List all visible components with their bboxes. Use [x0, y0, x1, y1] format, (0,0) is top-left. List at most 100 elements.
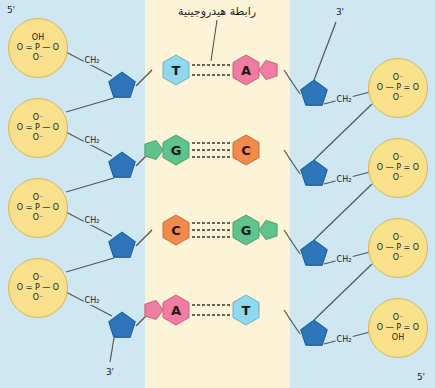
phosphate-text: O⁻	[33, 133, 44, 143]
base-letter: A	[171, 303, 181, 318]
group-label: CH₂	[84, 57, 101, 65]
bond-dash	[192, 314, 230, 315]
backbone-bond	[284, 310, 300, 334]
base-ring	[259, 60, 277, 79]
phosphate-text: O⁻	[393, 73, 404, 83]
base-ring	[145, 300, 163, 319]
backbone-band	[290, 0, 435, 388]
bond-dash	[192, 142, 230, 143]
bond-dash	[192, 156, 230, 157]
base-shape: C	[231, 135, 261, 165]
backbone-bond	[110, 338, 114, 362]
base-shape: G	[161, 135, 191, 165]
base-letter: G	[171, 143, 182, 158]
phosphate-text: O = P — O	[17, 123, 59, 133]
phosphate-circle: O⁻O — P = OOH	[368, 298, 428, 358]
sugar-pentagon	[109, 152, 136, 177]
phosphate-text: O⁻	[33, 273, 44, 283]
base-ring	[233, 55, 259, 85]
phosphate-circle: O⁻O — P = OO⁻	[368, 58, 428, 118]
backbone-bond	[324, 252, 370, 264]
sugar-pentagon	[301, 160, 328, 185]
base-ring	[259, 220, 277, 239]
base-letter: T	[242, 303, 251, 318]
backbone-bond	[324, 332, 370, 344]
phosphate-text: O = P — O	[17, 43, 59, 53]
leader-line	[211, 20, 217, 61]
group-label: CH₂	[336, 176, 353, 184]
backbone-bond	[66, 52, 112, 76]
backbone-bond	[314, 264, 372, 320]
sugar-pentagon	[109, 72, 136, 97]
end-label: 3'	[105, 368, 115, 377]
base-shape: T	[231, 295, 261, 325]
bond-dash	[192, 64, 230, 65]
backbone-bond	[284, 150, 300, 174]
base-band	[145, 0, 290, 388]
phosphate-text: O⁻	[393, 173, 404, 183]
hydrogen-bond	[192, 143, 230, 157]
phosphate-text: O⁻	[33, 53, 44, 63]
sugar-pentagon	[301, 80, 328, 105]
bond-dash	[192, 304, 230, 305]
phosphate-circle: O⁻O = P — OO⁻	[8, 98, 68, 158]
bond-dash	[192, 149, 230, 150]
base-ring	[233, 135, 259, 165]
phosphate-circle: O⁻O = P — OO⁻	[8, 178, 68, 238]
backbone-bond	[324, 172, 370, 184]
sugar-pentagon	[301, 320, 328, 345]
base-ring	[145, 140, 163, 159]
hydrogen-bond	[192, 305, 230, 315]
backbone-bond	[314, 104, 372, 160]
phosphate-text: O — P = O	[377, 83, 419, 93]
group-label: CH₂	[336, 336, 353, 344]
base-letter: A	[241, 63, 251, 78]
group-label: CH₂	[84, 137, 101, 145]
base-shape: T	[161, 55, 191, 85]
base-letter: C	[171, 223, 181, 238]
base-ring	[163, 215, 189, 245]
backbone-bond	[66, 292, 112, 316]
phosphate-text: O — P = O	[377, 163, 419, 173]
base-ring	[163, 55, 189, 85]
bond-dash	[192, 222, 230, 223]
backbone-bond	[284, 230, 300, 254]
backbone-band	[0, 0, 145, 388]
base-ring	[163, 135, 189, 165]
base-shape: C	[161, 215, 191, 245]
phosphate-text: O⁻	[33, 213, 44, 223]
base-ring	[163, 295, 189, 325]
phosphate-text: O — P = O	[377, 323, 419, 333]
end-label: 5'	[6, 6, 16, 15]
phosphate-circle: O⁻O — P = OO⁻	[368, 138, 428, 198]
end-label: 5'	[416, 373, 426, 382]
backbone-bond	[66, 258, 114, 272]
backbone-bond	[66, 132, 112, 156]
group-label: CH₂	[336, 256, 353, 264]
phosphate-circle: O⁻O — P = OO⁻	[368, 218, 428, 278]
base-letter: T	[172, 63, 181, 78]
sugar-pentagon	[109, 232, 136, 257]
backbone-bond	[136, 70, 152, 86]
base-ring	[233, 295, 259, 325]
bond-dash	[192, 229, 230, 230]
phosphate-text: OH	[32, 33, 44, 43]
group-label: CH₂	[84, 297, 101, 305]
phosphate-text: O⁻	[393, 253, 404, 263]
bond-dash	[192, 74, 230, 75]
base-letter: G	[241, 223, 252, 238]
phosphate-text: O = P — O	[17, 203, 59, 213]
base-ring	[233, 215, 259, 245]
hydrogen-bond	[192, 223, 230, 237]
backbone-bond	[66, 178, 114, 192]
phosphate-circle: O⁻O = P — OO⁻	[8, 258, 68, 318]
end-label: 3'	[335, 8, 345, 17]
phosphate-circle: OHO = P — OO⁻	[8, 18, 68, 78]
group-label: CH₂	[84, 217, 101, 225]
base-letter: C	[241, 143, 251, 158]
phosphate-text: OH	[392, 333, 404, 343]
phosphate-text: O⁻	[33, 113, 44, 123]
bond-label: رابطة هيدروجينية	[177, 6, 257, 17]
phosphate-text: O⁻	[33, 193, 44, 203]
phosphate-text: O⁻	[393, 153, 404, 163]
